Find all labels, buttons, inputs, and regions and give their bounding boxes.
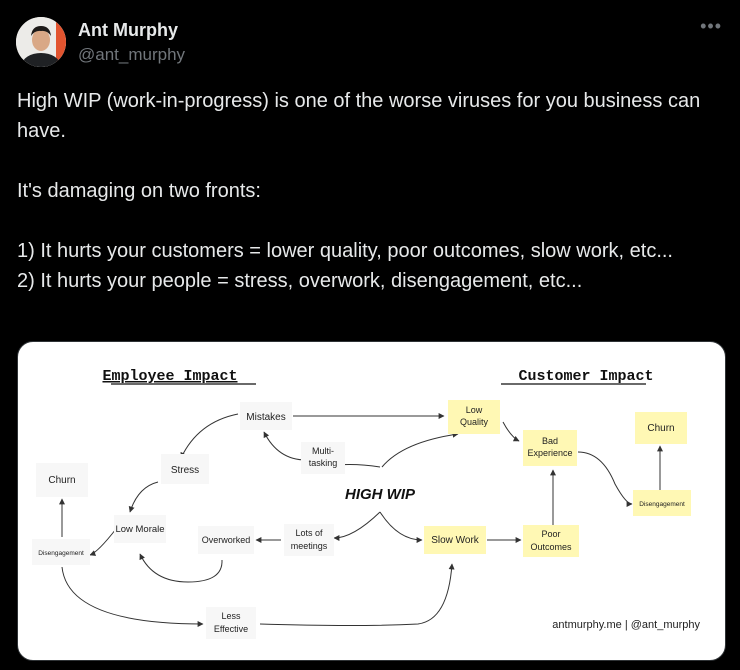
node-label: Poor — [541, 529, 560, 539]
node-label: Disengagement — [38, 550, 84, 557]
tweet-image[interactable]: Employee Impact Customer Impact — [17, 341, 726, 661]
high-wip-diagram: Employee Impact Customer Impact — [32, 368, 700, 639]
employee-impact-heading: Employee Impact — [102, 368, 237, 385]
node-less-effective: Less Effective — [206, 607, 256, 639]
node-label: Mistakes — [246, 412, 285, 423]
node-label: Slow Work — [431, 535, 480, 546]
node-bad-experience: Bad Experience — [523, 430, 577, 466]
node-label: Overworked — [202, 535, 251, 545]
node-label: Bad — [542, 436, 558, 446]
node-label: Low Morale — [115, 524, 164, 535]
avatar-image — [16, 17, 66, 67]
diagram-credit: antmurphy.me | @ant_murphy — [552, 619, 700, 631]
high-wip-label: HIGH WIP — [345, 486, 416, 503]
author-avatar[interactable] — [16, 17, 66, 67]
tweet-line: High WIP (work-in-progress) is one of th… — [17, 90, 701, 142]
node-label: Churn — [647, 423, 674, 434]
node-slow-work: Slow Work — [424, 526, 486, 554]
node-label: Outcomes — [530, 542, 572, 552]
node-label: Effective — [214, 624, 248, 634]
node-label: Less — [221, 611, 241, 621]
tweet-text: High WIP (work-in-progress) is one of th… — [17, 86, 717, 296]
node-label: Disengagement — [639, 501, 685, 508]
tweet-line: It's damaging on two fronts: — [17, 180, 261, 202]
node-disengagement-left: Disengagement — [32, 539, 90, 565]
tweet-line: 2) It hurts your people = stress, overwo… — [17, 270, 583, 292]
customer-impact-heading: Customer Impact — [518, 368, 653, 385]
node-label: Lots of — [295, 528, 323, 538]
node-poor-outcomes: Poor Outcomes — [523, 525, 579, 557]
node-label: Experience — [527, 448, 572, 458]
node-label: Quality — [460, 417, 489, 427]
node-label: Churn — [48, 475, 75, 486]
node-stress: Stress — [161, 454, 209, 484]
author-handle[interactable]: @ant_murphy — [78, 45, 186, 64]
tweet-line: 1) It hurts your customers = lower quali… — [17, 240, 673, 262]
node-churn-left: Churn — [36, 463, 88, 497]
node-overworked: Overworked — [198, 526, 254, 554]
more-options-icon[interactable]: ••• — [700, 16, 722, 36]
node-churn-right: Churn — [635, 412, 687, 444]
node-lots-of-meetings: Lots of meetings — [284, 524, 334, 556]
node-multitasking: Multi- tasking — [301, 442, 345, 474]
node-low-quality: Low Quality — [448, 400, 500, 434]
node-label: tasking — [309, 458, 338, 468]
node-label: Low — [466, 405, 483, 415]
node-low-morale: Low Morale — [114, 515, 166, 543]
node-disengagement-right: Disengagement — [633, 490, 691, 516]
author-name[interactable]: Ant Murphy — [78, 20, 178, 40]
node-label: meetings — [291, 541, 328, 551]
node-mistakes: Mistakes — [240, 402, 292, 430]
node-label: Multi- — [312, 446, 334, 456]
node-label: Stress — [171, 465, 199, 476]
